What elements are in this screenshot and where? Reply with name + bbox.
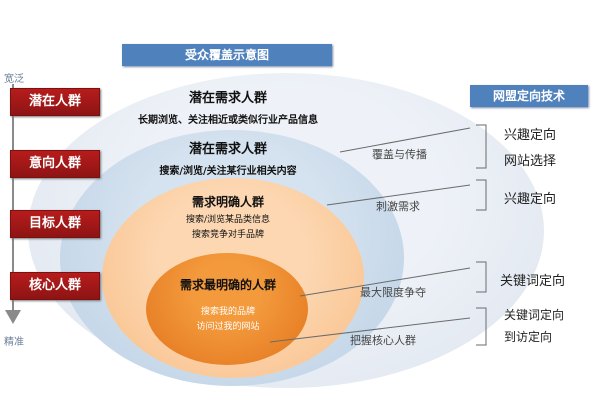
connector-line-3 — [299, 267, 471, 297]
segment-core: 核心人群 — [10, 272, 100, 300]
axis-line — [12, 84, 14, 316]
bracket-1 — [476, 124, 487, 169]
segment-target: 目标人群 — [10, 210, 100, 238]
ring2-line: 搜索/浏览/关注某行业相关内容 — [159, 166, 297, 177]
bracket-3 — [476, 261, 487, 293]
connector-label-1: 覆盖与传播 — [372, 148, 427, 161]
technique-site-select: 网站选择 — [504, 154, 557, 169]
axis-top-label: 宽泛 — [4, 74, 24, 85]
ring1-line: 长期浏览、关注相近或类似行业产品信息 — [138, 115, 318, 126]
bracket-2 — [476, 179, 487, 211]
ring3-heading: 需求明确人群 — [191, 195, 264, 209]
connector-line-4 — [269, 317, 471, 343]
technique-visit: 到访定向 — [504, 330, 553, 344]
ring4-line-1: 搜索我的品牌 — [200, 307, 255, 317]
ring4-line-2: 访问过我的网站 — [196, 322, 260, 332]
ring-core — [146, 253, 308, 365]
ring1-heading: 潜在需求人群 — [188, 91, 267, 106]
technique-keyword-2: 关键词定向 — [504, 308, 565, 322]
connector-label-3: 最大限度争夺 — [360, 286, 426, 299]
ring2-heading: 潜在需求人群 — [188, 142, 267, 157]
axis-bottom-label: 精准 — [4, 337, 24, 348]
connector-line-2 — [326, 184, 471, 206]
ring3-line-1: 搜索/浏览某品类信息 — [185, 215, 271, 225]
connector-line-1 — [339, 127, 471, 153]
ring4-heading: 需求最明确的人群 — [179, 278, 276, 292]
technique-interest-1: 兴趣定向 — [504, 128, 557, 143]
bracket-4 — [476, 307, 487, 346]
connector-label-4: 把握核心人群 — [350, 334, 416, 347]
technique-keyword-1: 关键词定向 — [500, 274, 566, 289]
segment-intent: 意向人群 — [10, 150, 100, 178]
ring3-line-2: 搜索竞争对手品牌 — [191, 230, 264, 240]
connector-label-2: 刺激需求 — [376, 200, 420, 213]
diagram-title: 受众覆盖示意图 — [122, 44, 332, 66]
segment-potential: 潜在人群 — [10, 88, 100, 116]
axis-arrow-icon — [5, 310, 21, 324]
tech-title: 网盟定向技术 — [470, 85, 588, 107]
technique-interest-2: 兴趣定向 — [504, 192, 557, 207]
